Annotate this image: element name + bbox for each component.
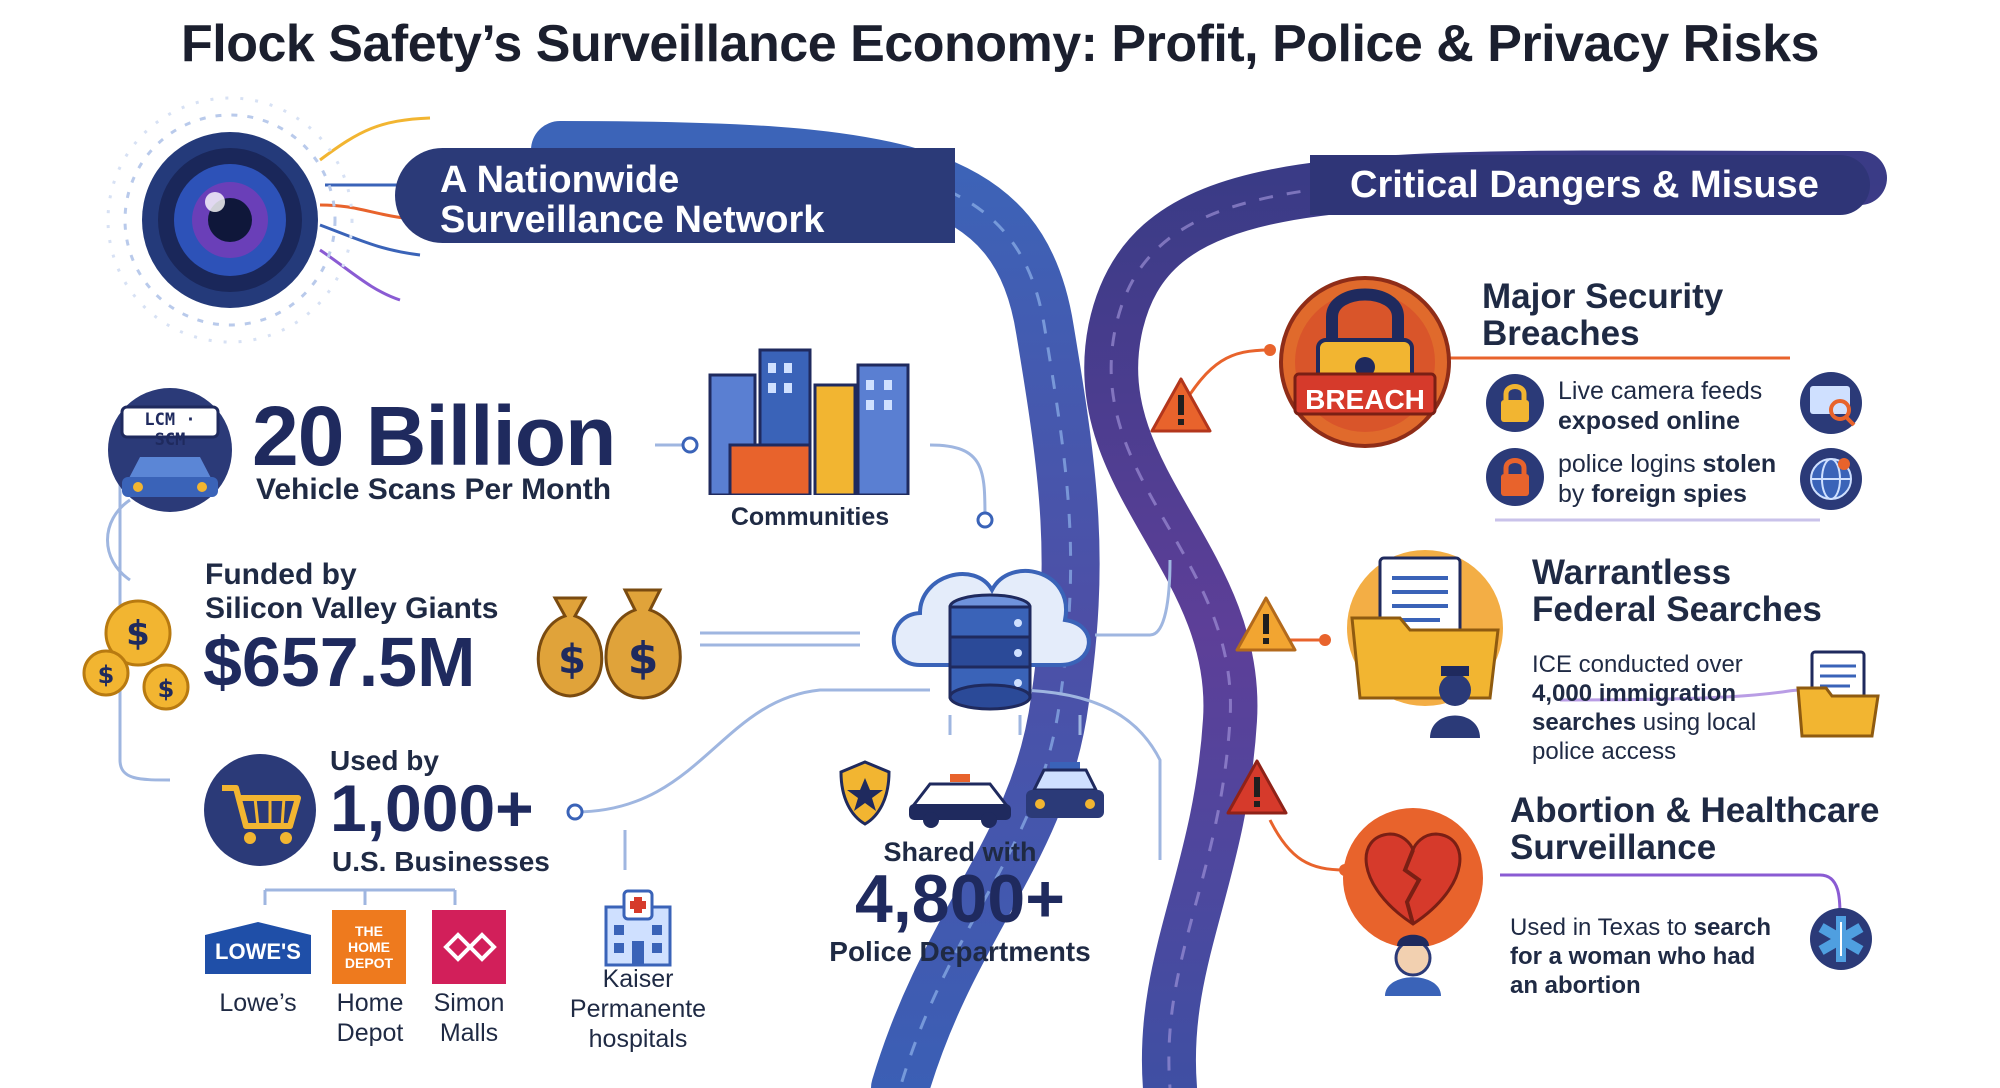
banner-critical-text: Critical Dangers & Misuse — [1350, 164, 1819, 206]
abortion-line-1-bold: search — [1693, 914, 1772, 941]
police-departments-stat: 4,800+ — [855, 861, 1065, 937]
simon-malls-logo — [432, 910, 506, 984]
breach-item-2-bold-2: foreign spies — [1591, 480, 1747, 508]
federal-line-1: ICE conducted over — [1532, 651, 1743, 678]
broken-heart-icon — [1343, 808, 1483, 996]
breach-item-stolen-logins: police logins stolen by foreign spies — [1558, 449, 1776, 509]
breach-item-live-feeds: Live camera feeds exposed online — [1558, 376, 1762, 436]
abortion-title-line-1: Abortion & Healthcare — [1510, 791, 1880, 830]
funding-line-1: Funded by — [205, 558, 357, 591]
lowes-label: Lowe’s — [219, 989, 297, 1017]
funding-line-2: Silicon Valley Giants — [205, 592, 499, 625]
city-buildings-icon — [708, 348, 910, 495]
kaiser-label-line-3: hospitals — [588, 1025, 688, 1053]
breach-item-2-line-1: police logins stolen — [1558, 449, 1776, 479]
monitor-search-icon — [1800, 372, 1862, 434]
car-license-plate-icon — [108, 388, 232, 512]
svg-text:$: $ — [628, 633, 659, 684]
federal-line-2: 4,000 immigration — [1532, 680, 1737, 707]
abortion-line-1-plain: Used in Texas to — [1510, 914, 1694, 941]
home-depot-logo-line-3: DEPOT — [344, 955, 394, 971]
simon-malls-label: Simon Malls — [416, 988, 522, 1048]
breach-lock-icon — [1279, 276, 1451, 448]
home-depot-label-line-2: Depot — [336, 1019, 404, 1047]
breach-item-1-line-2: exposed online — [1558, 407, 1740, 435]
simon-label-line-1: Simon — [433, 989, 505, 1017]
abortion-description: Used in Texas to search for a woman who … — [1510, 913, 1771, 1000]
svg-text:$: $ — [158, 675, 175, 703]
police-car-icon — [909, 774, 1011, 828]
simon-label-line-2: Malls — [439, 1019, 499, 1047]
federal-description: ICE conducted over 4,000 immigration sea… — [1532, 650, 1756, 766]
warning-icon-1 — [1150, 377, 1212, 433]
warning-icon-3 — [1226, 759, 1288, 815]
lowes-logo: LOWE'S — [205, 922, 311, 974]
abortion-line-3: an abortion — [1510, 972, 1641, 999]
svg-text:$: $ — [126, 614, 150, 654]
kaiser-label: Kaiser Permanente hospitals — [548, 964, 728, 1054]
federal-line-3-plain: using local — [1636, 709, 1757, 736]
federal-line-3-bold: searches — [1532, 709, 1637, 736]
cloud-database-icon — [891, 568, 1091, 711]
home-depot-logo: THE HOME DEPOT — [332, 910, 406, 984]
padlock-icon-2 — [1486, 448, 1544, 506]
businesses-label: U.S. Businesses — [332, 846, 550, 877]
banner-nationwide-network: A Nationwide Surveillance Network — [395, 148, 955, 243]
vehicle-scans-stat: 20 Billion — [252, 389, 616, 483]
camera-lens-icon — [142, 132, 318, 308]
breach-item-2-line-2: by foreign spies — [1558, 479, 1776, 509]
folder-icon — [1796, 650, 1880, 738]
breach-item-2-bold-1: stolen — [1702, 450, 1777, 478]
used-by-label: Used by — [330, 745, 439, 776]
banner-line-2: Surveillance Network — [440, 199, 825, 241]
breach-item-1-line-1: Live camera feeds — [1558, 377, 1763, 405]
banner-line-1: A Nationwide — [440, 159, 680, 201]
medical-star-icon — [1810, 908, 1872, 970]
svg-text:$: $ — [98, 661, 115, 689]
dollar-coins-icon: $ $ $ — [82, 599, 190, 711]
federal-line-4: police access — [1532, 738, 1677, 765]
federal-title: Warrantless Federal Searches — [1532, 554, 1822, 628]
federal-title-line-1: Warrantless — [1532, 553, 1732, 592]
breach-item-2-plain-2: by — [1558, 480, 1592, 508]
breach-badge-text: BREACH — [1305, 384, 1425, 415]
hospital-icon — [604, 889, 672, 967]
police-departments-label: Police Departments — [829, 936, 1091, 967]
shopping-cart-icon — [204, 754, 316, 866]
police-badge-icon — [839, 760, 891, 826]
breaches-title-line-2: Breaches — [1482, 314, 1640, 353]
abortion-title-line-2: Surveillance — [1510, 828, 1717, 867]
businesses-stat: 1,000+ — [330, 771, 534, 845]
globe-icon — [1800, 448, 1862, 510]
federal-title-line-2: Federal Searches — [1532, 590, 1822, 629]
vehicle-scans-label: Vehicle Scans Per Month — [256, 473, 612, 506]
kaiser-label-line-2: Permanente — [569, 995, 707, 1023]
federal-line-3: searches using local — [1532, 708, 1756, 737]
abortion-line-1: Used in Texas to search — [1510, 913, 1771, 942]
breach-item-2-plain-1: police logins — [1558, 450, 1703, 478]
abortion-title: Abortion & Healthcare Surveillance — [1510, 792, 1880, 866]
home-depot-logo-line-2: HOME — [348, 939, 390, 955]
banner-critical-dangers: Critical Dangers & Misuse — [1310, 155, 1870, 215]
money-bags-icon: $ $ — [536, 588, 682, 700]
license-plate-text: LCM · SCM — [144, 410, 196, 450]
communities-label: Communities — [730, 503, 890, 531]
police-car-front-icon — [1026, 762, 1104, 818]
warning-icon-2 — [1235, 596, 1297, 652]
home-depot-label: Home Depot — [318, 988, 422, 1048]
folder-documents-icon — [1347, 550, 1503, 738]
page-title: Flock Safety’s Surveillance Economy: Pro… — [181, 15, 1819, 73]
padlock-icon-1 — [1486, 374, 1544, 432]
breaches-title-line-1: Major Security — [1482, 277, 1724, 316]
lowes-logo-text: LOWE'S — [215, 939, 301, 964]
home-depot-label-line-1: Home — [336, 989, 404, 1017]
home-depot-logo-line-1: THE — [355, 923, 383, 939]
breaches-title: Major Security Breaches — [1482, 278, 1723, 352]
shared-with-label: Shared with — [883, 837, 1037, 867]
kaiser-label-line-1: Kaiser — [602, 965, 674, 993]
abortion-line-2: for a woman who had — [1510, 943, 1756, 970]
svg-text:$: $ — [558, 637, 586, 683]
funding-amount: $657.5M — [203, 623, 476, 701]
